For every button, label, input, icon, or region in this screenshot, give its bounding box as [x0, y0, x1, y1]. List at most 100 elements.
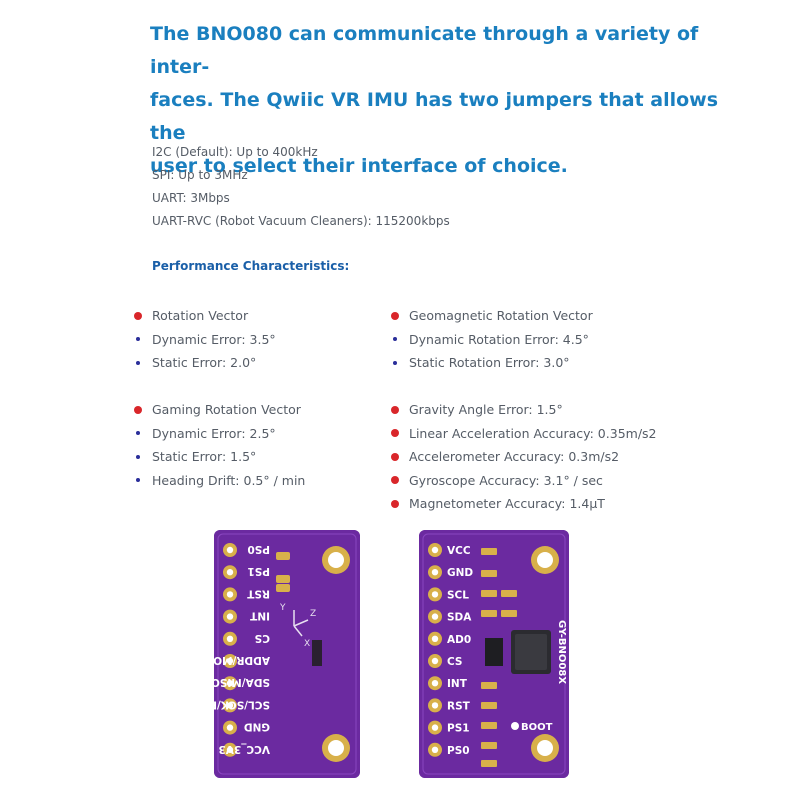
perf-item-text: Dynamic Error: 3.5°	[152, 331, 276, 347]
perf-item: Static Rotation Error: 3.0°	[393, 351, 593, 375]
pin-label: CS	[255, 632, 270, 644]
perf-item: Static Error: 2.0°	[136, 351, 276, 375]
perf-item-text: Dynamic Error: 2.5°	[152, 425, 276, 441]
pin-label: ADDR/MOSI	[214, 654, 270, 666]
blue-bullet-icon	[136, 478, 140, 483]
pin-label: CS	[447, 656, 462, 668]
red-bullet-icon	[391, 405, 399, 414]
pin-label: AD0	[447, 634, 471, 646]
boot-pad-icon	[511, 722, 519, 730]
pin-hole-icon	[431, 569, 439, 576]
pin-hole-icon	[226, 724, 234, 731]
pin-label: PS1	[447, 723, 470, 735]
perf-item: Gyroscope Accuracy: 3.1° / sec	[391, 469, 657, 493]
pin-label: INT	[249, 610, 270, 622]
perf-item: Magnetometer Accuracy: 1.4μT	[391, 492, 657, 516]
axis-label-z: Z	[310, 609, 316, 619]
headline-line-3: user to select their interface of choice…	[150, 155, 568, 177]
board-model-label: GY-BNO08X	[556, 620, 567, 684]
performance-title: Performance Characteristics:	[152, 259, 350, 273]
perf-item-text: Accelerometer Accuracy: 0.3m/s2	[409, 449, 620, 464]
boot-label: BOOT	[521, 722, 553, 733]
perf-item: Linear Acceleration Accuracy: 0.35m/s2	[391, 422, 657, 446]
blue-bullet-icon	[136, 337, 140, 342]
pin-label: PS0	[247, 543, 270, 555]
passive-components-icon	[481, 548, 517, 767]
perf-item-text: Gyroscope Accuracy: 3.1° / sec	[409, 472, 603, 488]
pin-label: GND	[447, 567, 473, 579]
blue-bullet-icon	[136, 454, 140, 459]
perf-item-text: Rotation Vector	[152, 308, 249, 323]
pin-hole-icon	[226, 702, 234, 709]
interface-item-i2c: I2C (Default): Up to 400kHz	[152, 145, 318, 159]
headline-line-2: faces. The Qwiic VR IMU has two jumpers …	[150, 89, 719, 144]
pin-label: RST	[447, 700, 471, 712]
interface-item-spi: SPI: Up to 3MHz	[152, 168, 248, 182]
pin-hole-icon	[431, 702, 439, 709]
chip-icon	[312, 640, 322, 666]
pin-label: PS1	[247, 565, 270, 577]
perf-item: Dynamic Error: 2.5°	[136, 422, 305, 446]
red-bullet-icon	[391, 476, 399, 485]
board-front-image: GY-BNO08X BOOT VCCGNDSCLSDAAD0CSINTRSTPS…	[419, 530, 569, 778]
perf-item-text: Gaming Rotation Vector	[152, 402, 301, 417]
pin-hole-icon	[226, 746, 234, 753]
interface-item-uart: UART: 3Mbps	[152, 191, 230, 205]
perf-item: Geomagnetic Rotation Vector	[391, 304, 593, 328]
perf-item-text: Gravity Angle Error: 1.5°	[409, 402, 563, 417]
pin-hole-icon	[226, 680, 234, 687]
pin-hole-icon	[226, 546, 234, 554]
red-bullet-icon	[391, 429, 399, 438]
pin-hole-icon	[431, 613, 439, 620]
perf-item-text: Static Error: 1.5°	[152, 449, 257, 464]
perf-list-accuracy: Gravity Angle Error: 1.5° Linear Accelera…	[391, 398, 657, 516]
perf-item-text: Dynamic Rotation Error: 4.5°	[409, 331, 589, 347]
perf-item-text: Static Rotation Error: 3.0°	[409, 355, 570, 370]
red-bullet-icon	[391, 499, 399, 508]
pin-label: SDA/MISO/TX	[214, 676, 270, 688]
headline: The BNO080 can communicate through a var…	[150, 18, 750, 183]
red-bullet-icon	[391, 452, 399, 461]
perf-item: Accelerometer Accuracy: 0.3m/s2	[391, 445, 657, 469]
perf-item: Gravity Angle Error: 1.5°	[391, 398, 657, 422]
axis-label-x: X	[304, 639, 310, 649]
pin-label: VCC_3V3	[218, 743, 270, 755]
jumper-ps0-icon	[276, 552, 290, 560]
pin-label: RST	[246, 587, 270, 599]
perf-item-text: Static Error: 2.0°	[152, 355, 257, 370]
pin-label: GND	[244, 721, 270, 733]
pin-hole-icon	[431, 635, 439, 642]
red-bullet-icon	[391, 311, 399, 320]
red-bullet-icon	[134, 405, 142, 414]
pin-label: SCL	[447, 589, 469, 601]
axis-marking-icon	[293, 610, 309, 637]
perf-item-text: Linear Acceleration Accuracy: 0.35m/s2	[409, 425, 657, 441]
headline-line-1: The BNO080 can communicate through a var…	[150, 23, 699, 78]
axis-label-y: Y	[279, 603, 286, 613]
perf-item: Heading Drift: 0.5° / min	[136, 469, 305, 493]
blue-bullet-icon	[393, 337, 397, 342]
pin-hole-icon	[431, 657, 439, 665]
pin-hole-icon	[431, 724, 439, 731]
blue-bullet-icon	[136, 360, 140, 365]
perf-item: Static Error: 1.5°	[136, 445, 305, 469]
perf-item: Dynamic Rotation Error: 4.5°	[393, 328, 593, 352]
interface-list: I2C (Default): Up to 400kHz SPI: Up to 3…	[152, 141, 450, 233]
red-bullet-icon	[134, 311, 142, 320]
blue-bullet-icon	[393, 360, 397, 365]
pin-label: SCL/SCK/RX	[214, 698, 270, 710]
pin-hole-icon	[226, 635, 234, 642]
perf-item-text: Geomagnetic Rotation Vector	[409, 308, 593, 323]
pin-hole-icon	[431, 680, 439, 687]
pin-hole-icon	[226, 613, 234, 620]
perf-item: Dynamic Error: 3.5°	[136, 328, 276, 352]
pin-hole-icon	[431, 591, 439, 598]
crystal-icon	[485, 638, 503, 666]
pin-label: INT	[447, 678, 468, 690]
